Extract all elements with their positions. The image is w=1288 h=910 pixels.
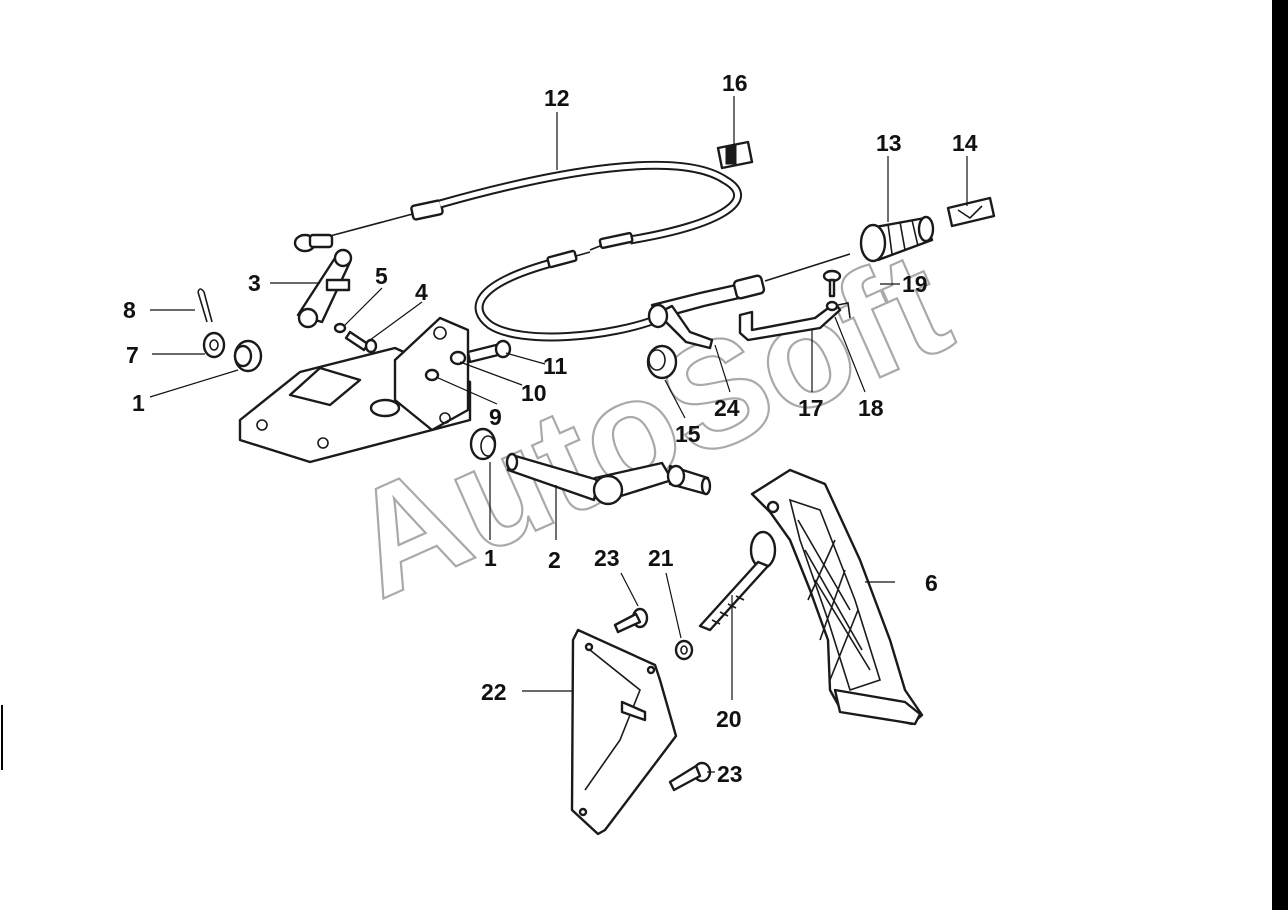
bushing-lower: [469, 427, 497, 461]
cotter-pin: [197, 288, 213, 323]
stop-screw: [698, 530, 777, 632]
label-23a: 23: [594, 545, 620, 571]
label-9: 9: [489, 404, 502, 430]
label-22: 22: [481, 679, 507, 705]
throttle-cable: [329, 160, 851, 342]
relay-lever: [296, 248, 353, 329]
label-11: 11: [543, 353, 568, 379]
label-8: 8: [123, 297, 136, 323]
label-21: 21: [648, 545, 674, 571]
cable-end-fitting: [293, 233, 334, 253]
label-1a: 1: [132, 390, 145, 416]
screw: [344, 330, 378, 354]
label-6: 6: [925, 570, 938, 596]
pedal-shaft: [505, 452, 712, 506]
leader-lines: [149, 96, 968, 773]
label-23b: 23: [717, 761, 743, 787]
label-2: 2: [548, 547, 561, 573]
cable-holder: [647, 303, 714, 350]
washer-small: [449, 350, 467, 366]
label-16: 16: [722, 70, 748, 96]
label-20: 20: [716, 706, 742, 732]
label-17: 17: [798, 395, 824, 421]
label-4: 4: [415, 279, 428, 305]
label-24: 24: [714, 395, 740, 421]
spring-washer: [424, 368, 440, 382]
bolt: [466, 339, 512, 364]
retaining-clip: [946, 196, 996, 228]
callout-labels: 12 16 13 14 3 5 4 8 7 1 11 10 9 19 24 17…: [123, 70, 978, 787]
label-3: 3: [248, 270, 261, 296]
label-18: 18: [858, 395, 884, 421]
label-5: 5: [375, 263, 388, 289]
grommet: [646, 344, 678, 380]
bushing-upper: [233, 339, 263, 373]
label-19: 19: [902, 271, 928, 297]
self-tapping-screw-lower: [668, 761, 712, 792]
label-15: 15: [675, 421, 701, 447]
label-14: 14: [952, 130, 978, 156]
label-1b: 1: [484, 545, 497, 571]
clip-ring: [333, 322, 347, 334]
washer: [202, 331, 226, 359]
pin-clip: [825, 300, 839, 312]
stop-pin: [822, 269, 842, 298]
self-tapping-screw-upper: [613, 607, 649, 634]
label-10: 10: [521, 380, 547, 406]
label-12: 12: [544, 85, 570, 111]
lock-nut: [674, 639, 694, 661]
page-edge-bar: [1272, 0, 1288, 910]
label-7: 7: [126, 342, 139, 368]
mounting-plate: [570, 628, 678, 836]
label-13: 13: [876, 130, 902, 156]
accelerator-pedal: [750, 468, 924, 726]
rubber-boot: [859, 215, 935, 263]
cable-clip: [716, 140, 754, 170]
